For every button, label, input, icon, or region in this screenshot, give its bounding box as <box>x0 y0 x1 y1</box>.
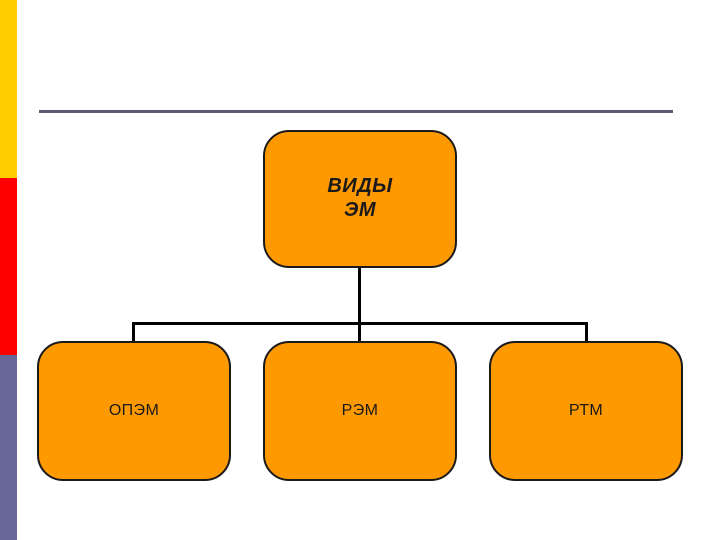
diagram-node-root-label: ВИДЫ ЭМ <box>327 175 393 221</box>
sidebar-segment-purple <box>0 355 17 540</box>
connector-drop-right <box>585 322 588 343</box>
sidebar-segment-red <box>0 178 17 355</box>
connector-drop-left <box>132 322 135 343</box>
diagram-node-child-opem-label: ОПЭМ <box>108 401 160 419</box>
sidebar-segment-yellow <box>0 0 17 178</box>
diagram-node-child-rem-label: РЭМ <box>341 401 379 419</box>
diagram-node-child-opem[interactable]: ОПЭМ <box>37 341 231 481</box>
diagram-node-root[interactable]: ВИДЫ ЭМ <box>263 130 457 268</box>
connector-root-stem <box>358 267 361 343</box>
diagram-node-child-rtm[interactable]: РТМ <box>489 341 683 481</box>
connector-horizontal-bus <box>132 322 588 325</box>
diagram-node-child-rtm-label: РТМ <box>568 401 604 419</box>
title-divider-line <box>39 110 673 113</box>
diagram-node-child-rem[interactable]: РЭМ <box>263 341 457 481</box>
